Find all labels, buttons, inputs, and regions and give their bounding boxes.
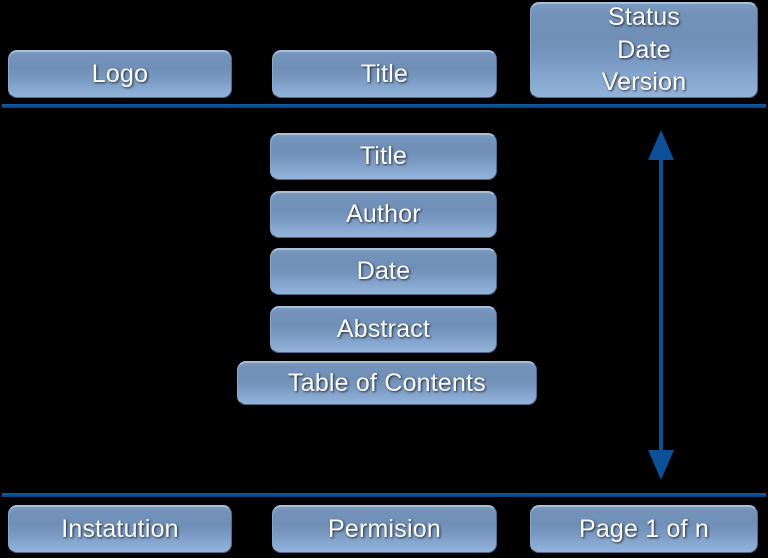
body-block-date-label: Date (356, 257, 411, 286)
body-block-table-of-contents-label: Table of Contents (288, 368, 486, 397)
footer-page-label: Page 1 of n (578, 514, 710, 543)
footer-institution-label: Instatution (61, 514, 179, 543)
header-logo-box[interactable]: Logo (8, 50, 232, 98)
body-block-table-of-contents[interactable]: Table of Contents (237, 361, 537, 405)
arrow-head-down-icon (648, 450, 674, 480)
footer-institution-box[interactable]: Instatution (8, 505, 232, 553)
header-status-label: Status (607, 3, 681, 32)
header-version-label: Version (601, 68, 687, 97)
body-block-title-label: Title (359, 142, 408, 171)
arrow-shaft (659, 156, 663, 454)
arrow-head-up-icon (648, 130, 674, 160)
header-date-label: Date (617, 35, 671, 64)
footer-page-box[interactable]: Page 1 of n (530, 505, 758, 553)
header-meta-box[interactable]: Status Date Version (530, 2, 758, 98)
body-block-abstract-label: Abstract (336, 315, 431, 344)
header-divider-rule (2, 104, 766, 108)
footer-permission-label: Permision (328, 514, 441, 543)
header-logo-label: Logo (91, 59, 149, 88)
body-block-author-label: Author (346, 200, 421, 229)
footer-permission-box[interactable]: Permision (272, 505, 497, 553)
body-block-author[interactable]: Author (270, 191, 497, 238)
body-extent-double-arrow (636, 130, 686, 480)
header-title-box[interactable]: Title (272, 50, 497, 98)
body-block-title[interactable]: Title (270, 133, 497, 180)
footer-divider-rule (2, 493, 766, 497)
body-block-date[interactable]: Date (270, 248, 497, 295)
header-title-label: Title (360, 59, 409, 88)
body-block-abstract[interactable]: Abstract (270, 306, 497, 353)
